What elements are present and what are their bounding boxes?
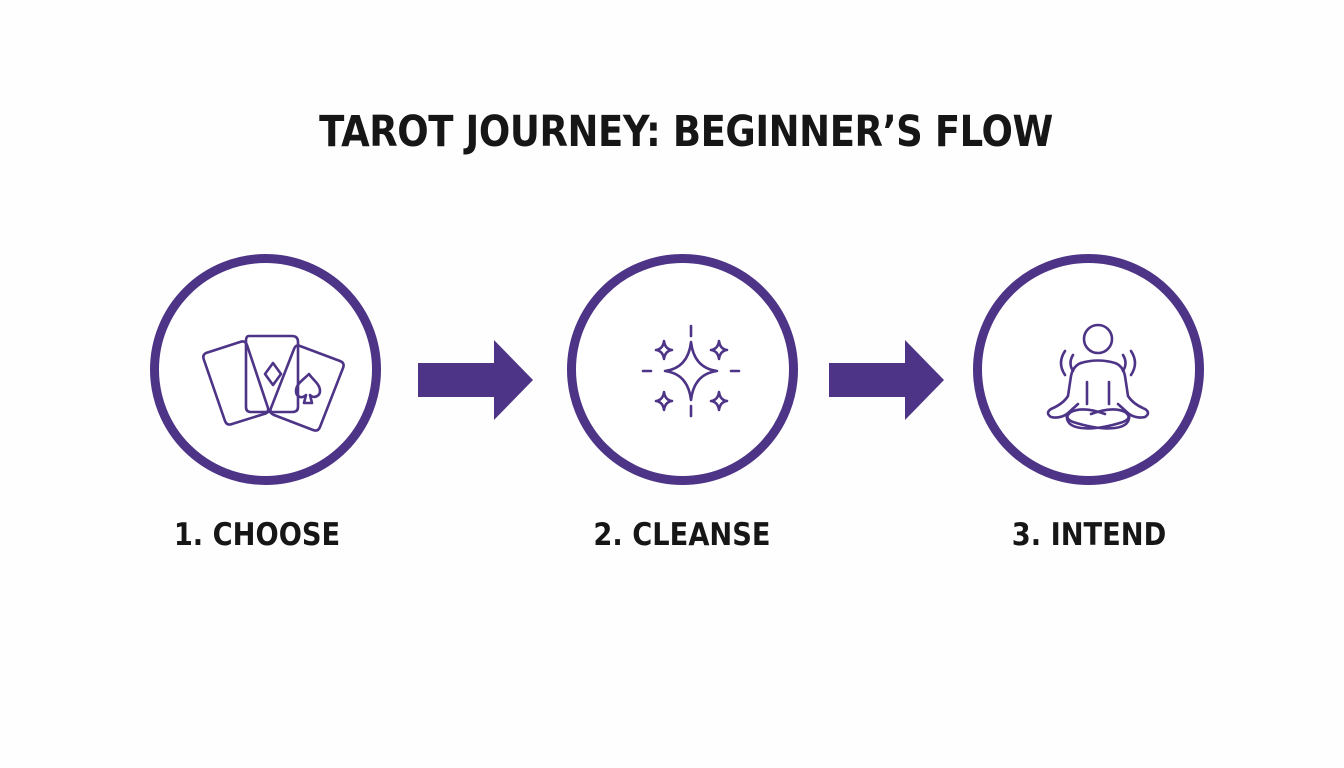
step-2-circle	[567, 254, 798, 485]
step-3-label: 3. INTEND	[1011, 517, 1167, 553]
arrow-right-icon	[418, 340, 533, 420]
step-1-circle	[150, 254, 381, 485]
sparkles-icon	[641, 324, 741, 418]
diagram-title: TAROT JOURNEY: BEGINNER’S FLOW	[319, 107, 1053, 157]
step-1-label: 1. CHOOSE	[173, 517, 341, 553]
step-2-label: 2. CLEANSE	[593, 517, 771, 553]
tarot-cards-icon	[202, 334, 345, 432]
arrow-right-icon	[829, 340, 944, 420]
meditation-icon	[1046, 323, 1150, 430]
step-3-circle	[973, 254, 1204, 485]
